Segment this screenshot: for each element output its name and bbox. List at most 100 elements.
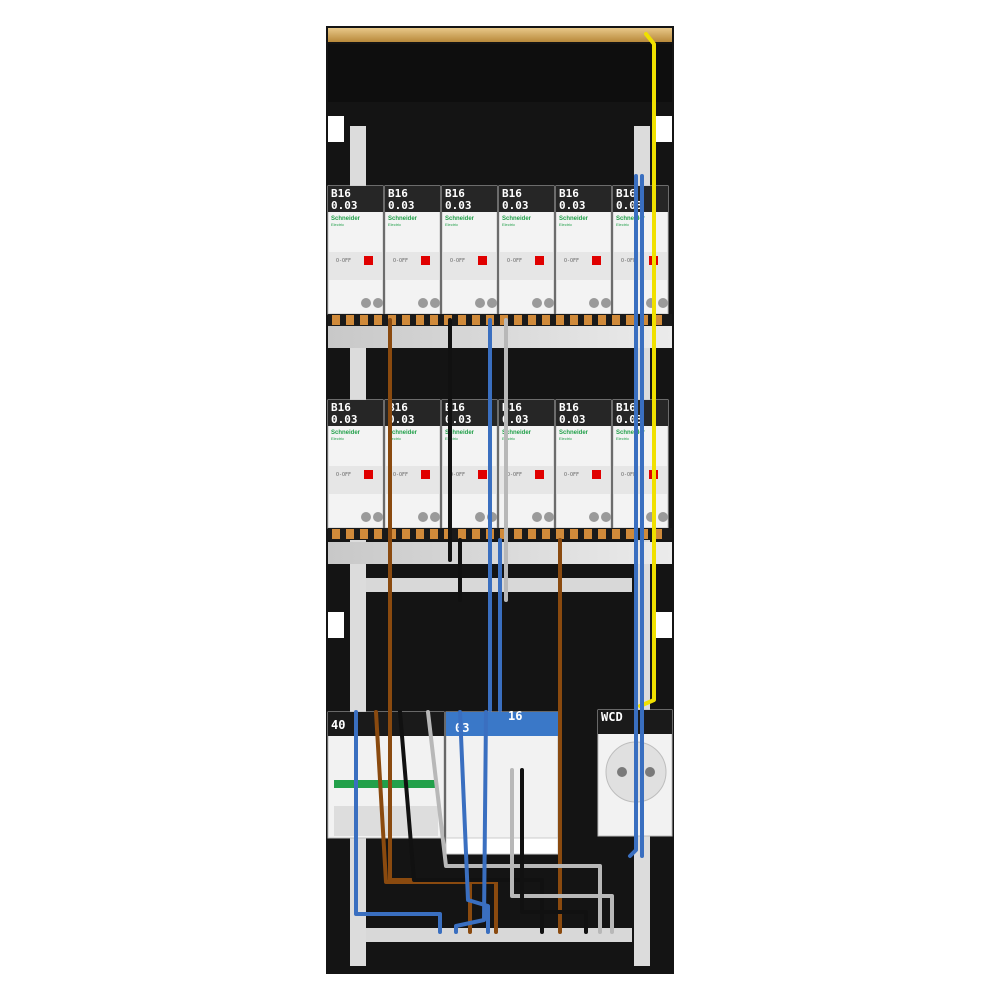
trip-indicator — [535, 256, 544, 265]
brand-label: Schneider — [502, 216, 532, 222]
terminal-screw — [418, 512, 428, 522]
trip-indicator — [592, 256, 601, 265]
off-label: O-OFF — [393, 258, 408, 264]
brand-sub-label: Electric — [331, 436, 344, 441]
breaker-sensitivity: 0.03 — [559, 413, 586, 426]
breaker-sensitivity: 0.03 — [331, 413, 358, 426]
brand-sub-label: Electric — [331, 222, 344, 227]
brand-label: Schneider — [331, 216, 361, 222]
terminal-screw — [418, 298, 428, 308]
terminal-screw — [487, 298, 497, 308]
trip-indicator — [421, 470, 430, 479]
terminal-screw — [475, 512, 485, 522]
terminal-screw — [658, 298, 668, 308]
breaker-sensitivity: 0.03 — [445, 199, 472, 212]
terminal-screw — [430, 512, 440, 522]
breaker-rating: B16 — [559, 187, 579, 200]
breaker-sensitivity: 0.03 — [331, 199, 358, 212]
trip-indicator — [364, 470, 373, 479]
terminal-screw — [589, 512, 599, 522]
comb-busbar — [328, 528, 672, 540]
breaker-sensitivity: 0.03 — [616, 413, 643, 426]
terminal-screw — [589, 298, 599, 308]
brand-label: Schneider — [445, 216, 475, 222]
brand-sub-label: Electric — [388, 222, 401, 227]
off-label: O-OFF — [450, 472, 465, 478]
wire-yellow — [638, 32, 656, 708]
breaker-sensitivity: 0.03 — [388, 199, 415, 212]
wire-blue — [458, 710, 490, 934]
breaker-sensitivity: 0.03 — [502, 413, 529, 426]
terminal-screw — [544, 298, 554, 308]
terminal-screw — [544, 512, 554, 522]
brand-label: Schneider — [331, 430, 361, 436]
wire-black — [520, 768, 588, 934]
trip-indicator — [478, 470, 487, 479]
trip-indicator — [535, 470, 544, 479]
brand-label: Schneider — [616, 216, 646, 222]
brand-sub-label: Electric — [559, 222, 572, 227]
off-label: O-OFF — [336, 258, 351, 264]
off-label: O-OFF — [336, 472, 351, 478]
terminal-screw — [475, 298, 485, 308]
trip-indicator — [421, 256, 430, 265]
breaker-sensitivity: 0.03 — [388, 413, 415, 426]
socket-label: WCD — [601, 710, 623, 724]
trip-indicator — [364, 256, 373, 265]
breaker-sensitivity: 0.03 — [616, 199, 643, 212]
breaker-rating: B16 — [445, 187, 465, 200]
breaker-rating: B16 — [616, 187, 636, 200]
terminal-screw — [601, 298, 611, 308]
brand-label: Schneider — [388, 430, 418, 436]
terminal-screw — [361, 298, 371, 308]
comb-busbar — [328, 314, 672, 326]
terminal-screw — [532, 298, 542, 308]
off-label: O-OFF — [621, 258, 636, 264]
top-terminal-strip — [328, 28, 672, 42]
main-switch[interactable]: 40 — [327, 711, 445, 839]
wire-blue — [454, 710, 488, 934]
off-label: O-OFF — [564, 472, 579, 478]
brand-sub-label: Electric — [502, 222, 515, 227]
wiring — [354, 32, 656, 934]
breaker-rating: B16 — [331, 187, 351, 200]
din-rail-1 — [328, 326, 672, 348]
off-label: O-OFF — [450, 258, 465, 264]
brand-sub-label: Electric — [388, 436, 401, 441]
brand-sub-label: Electric — [616, 222, 629, 227]
brand-label: Schneider — [559, 216, 589, 222]
breaker-sensitivity: 0.03 — [502, 199, 529, 212]
breaker-sensitivity: 0.03 — [559, 199, 586, 212]
mcb-label: 16 — [508, 709, 522, 723]
brand-label: Schneider — [616, 430, 646, 436]
breaker-rating: B16 — [559, 401, 579, 414]
terminal-screw — [658, 512, 668, 522]
wire-blue — [354, 710, 442, 934]
terminal-screw — [361, 512, 371, 522]
terminal-bar-lower — [366, 928, 632, 942]
trip-indicator — [592, 470, 601, 479]
brand-label: Schneider — [388, 216, 418, 222]
off-label: O-OFF — [621, 472, 636, 478]
breaker-rating: B16 — [331, 401, 351, 414]
off-label: O-OFF — [507, 258, 522, 264]
brand-sub-label: Electric — [559, 436, 572, 441]
breaker-rating: B16 — [502, 187, 522, 200]
brand-label: Schneider — [502, 430, 532, 436]
wire-black — [398, 710, 544, 934]
off-label: O-OFF — [564, 258, 579, 264]
brand-sub-label: Electric — [616, 436, 629, 441]
brand-sub-label: Electric — [445, 222, 458, 227]
top-cover — [328, 44, 672, 102]
wire-blue — [628, 174, 638, 858]
